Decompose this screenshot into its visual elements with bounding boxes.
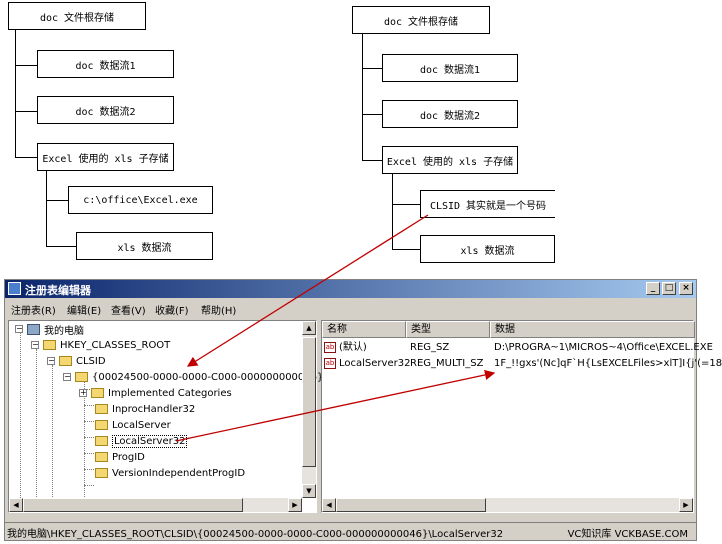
tree-node-progid[interactable]: ProgID (95, 450, 145, 464)
right-stream1-node: doc 数据流1 (382, 54, 518, 82)
scroll-left-icon[interactable]: ◀ (322, 498, 336, 512)
value-type: REG_SZ (410, 342, 450, 353)
collapse-toggle-icon[interactable]: − (31, 340, 39, 349)
tree-node-localserver[interactable]: LocalServer (95, 418, 171, 432)
tree-label-hkcr: HKEY_CLASSES_ROOT (60, 339, 171, 351)
close-button[interactable]: × (679, 282, 693, 295)
computer-icon (27, 323, 40, 335)
menu-help[interactable]: 帮助(H) (201, 306, 237, 317)
scroll-thumb[interactable] (302, 337, 316, 467)
annotation-arrows (175, 214, 496, 442)
value-name-cell: ab(默认) (324, 341, 406, 355)
open-folder-icon (95, 436, 108, 446)
tree-node-inprochandler32[interactable]: InprocHandler32 (95, 402, 195, 416)
status-watermark: VC知识库 VCKBASE.COM (567, 529, 688, 540)
tree-vertical-scrollbar[interactable]: ▲ ▼ (302, 321, 316, 498)
maximize-button[interactable]: □ (662, 282, 676, 295)
tree-label-selected: LocalServer32 (112, 434, 188, 448)
key-tree-pane[interactable]: − 我的电脑 − HKEY_CLASSES_ROOT − CLSID − {00… (8, 320, 323, 513)
tree-label-subkey: ProgID (112, 451, 145, 463)
tree-label-excel-clsid: {00024500-0000-0000-C000-000000000046} (92, 371, 324, 383)
window-title: 注册表编辑器 (25, 284, 91, 297)
tree-label-subkey: InprocHandler32 (112, 403, 196, 415)
tree-node-localserver32[interactable]: LocalServer32 (95, 434, 188, 448)
value-data: D:\PROGRA~1\MICROS~4\Office\EXCEL.EXE (494, 342, 713, 353)
right-stream2-node: doc 数据流2 (382, 100, 518, 128)
left-root-node: doc 文件根存储 (8, 2, 146, 30)
open-folder-icon (75, 372, 88, 382)
expand-toggle-icon[interactable]: + (79, 388, 87, 397)
left-excel-path-node: c:\office\Excel.exe (68, 186, 213, 214)
tree-node-hkcr[interactable]: − HKEY_CLASSES_ROOT (31, 338, 170, 352)
tree-node-excel-clsid[interactable]: − {00024500-0000-0000-C000-000000000046} (63, 370, 323, 384)
column-header-name[interactable]: 名称 (322, 321, 406, 338)
menu-favorites[interactable]: 收藏(F) (155, 306, 189, 317)
localserver32-arrow (175, 369, 496, 442)
value-type: REG_MULTI_SZ (410, 358, 484, 369)
value-name: LocalServer32 (339, 358, 411, 369)
left-xls-stream-node: xls 数据流 (76, 232, 213, 260)
folder-icon (95, 404, 108, 414)
scroll-up-icon[interactable]: ▲ (302, 321, 316, 335)
tree-label-subkey: LocalServer (112, 419, 171, 431)
folder-icon (95, 452, 108, 462)
left-xls-storage-node: Excel 使用的 xls 子存储 (37, 143, 174, 171)
tree-node-clsid[interactable]: − CLSID (47, 354, 106, 368)
status-bar: 我的电脑\HKEY_CLASSES_ROOT\CLSID\{00024500-0… (5, 522, 696, 540)
folder-icon (95, 420, 108, 430)
value-list-pane[interactable]: 名称 类型 数据 ab(默认) REG_SZ D:\PROGRA~1\MICRO… (321, 320, 722, 513)
right-xls-storage-node: Excel 使用的 xls 子存储 (382, 146, 518, 174)
regedit-icon (8, 282, 21, 295)
scroll-thumb[interactable] (336, 498, 486, 512)
folder-icon (59, 356, 72, 366)
scroll-thumb[interactable] (23, 498, 243, 512)
tree-label-my-computer: 我的电脑 (44, 325, 84, 337)
scroll-left-icon[interactable]: ◀ (9, 498, 23, 512)
status-path: 我的电脑\HKEY_CLASSES_ROOT\CLSID\{00024500-0… (7, 529, 504, 540)
right-xls-stream-node: xls 数据流 (420, 235, 555, 263)
collapse-toggle-icon[interactable]: − (47, 356, 55, 365)
left-stream2-node: doc 数据流2 (37, 96, 174, 124)
tree-label-subkey: VersionIndependentProgID (112, 467, 246, 479)
list-horizontal-scrollbar[interactable]: ◀ ▶ (322, 498, 693, 512)
menu-edit[interactable]: 编辑(E) (67, 306, 102, 317)
value-name: (默认) (339, 342, 367, 353)
folder-icon (95, 468, 108, 478)
title-bar[interactable]: 注册表编辑器 _ □ × (5, 280, 696, 298)
collapse-toggle-icon[interactable]: − (63, 372, 71, 381)
menu-registry[interactable]: 注册表(R) (11, 306, 56, 317)
clsid-arrow (186, 214, 429, 367)
minimize-button[interactable]: _ (646, 282, 660, 295)
scroll-right-icon[interactable]: ▶ (679, 498, 693, 512)
menu-bar: 注册表(R) 编辑(E) 查看(V) 收藏(F) 帮助(H) (5, 299, 696, 317)
column-header-data[interactable]: 数据 (490, 321, 695, 338)
tree-horizontal-scrollbar[interactable]: ◀ ▶ (9, 498, 302, 512)
column-header-type[interactable]: 类型 (406, 321, 490, 338)
tree-node-implemented-categories[interactable]: + Implemented Categories (79, 386, 232, 400)
string-value-icon: ab (324, 357, 336, 369)
tree-node-versionindependentprogid[interactable]: VersionIndependentProgID (95, 466, 245, 480)
value-data: 1F_!!gxs'(Nc]qF`H{LsEXCELFiles>xlT]I{j'(… (494, 358, 722, 369)
right-clsid-node: CLSID 其实就是一个号码 (420, 190, 555, 218)
tree-label-subkey: Implemented Categories (108, 387, 232, 399)
menu-view[interactable]: 查看(V) (111, 306, 146, 317)
scroll-down-icon[interactable]: ▼ (302, 484, 316, 498)
string-value-icon: ab (324, 341, 336, 353)
registry-editor-window: 注册表编辑器 _ □ × 注册表(R) 编辑(E) 查看(V) 收藏(F) 帮助… (4, 279, 722, 541)
left-stream1-node: doc 数据流1 (37, 50, 174, 78)
folder-icon (91, 388, 104, 398)
tree-node-my-computer[interactable]: − 我的电脑 (15, 322, 84, 337)
folder-icon (43, 340, 56, 350)
tree-label-clsid: CLSID (76, 355, 106, 367)
right-root-node: doc 文件根存储 (352, 6, 490, 34)
collapse-toggle-icon[interactable]: − (15, 324, 23, 333)
scroll-right-icon[interactable]: ▶ (288, 498, 302, 512)
